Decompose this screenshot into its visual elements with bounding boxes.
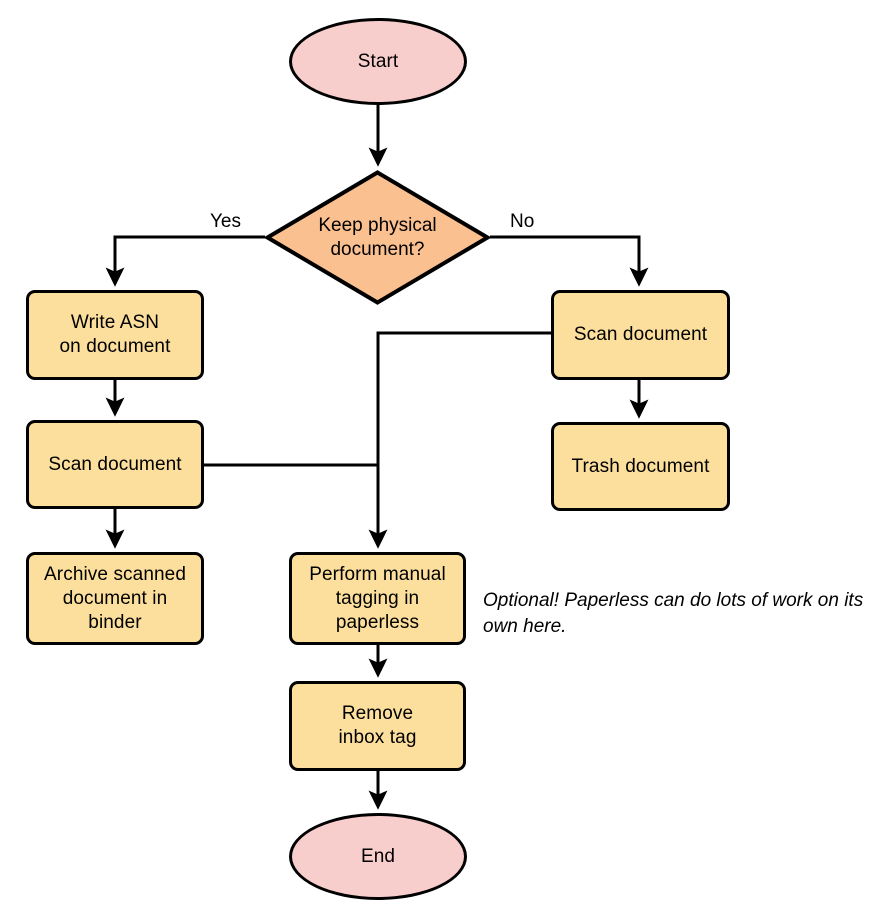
node-trash-document-label: Trash document [571, 455, 710, 477]
edge-label-no: No [510, 211, 535, 232]
node-manual-tagging-label: Perform manual tagging in paperless [309, 563, 446, 633]
node-remove-inbox-tag-label: Remove inbox tag [338, 703, 417, 748]
node-write-asn-on-document[interactable]: Write ASN on document [26, 290, 204, 380]
node-remove-inbox-tag[interactable]: Remove inbox tag [289, 681, 466, 771]
node-decision-label: Keep physical document? [318, 214, 437, 260]
diamond-shape [265, 170, 490, 305]
node-scan-document-left[interactable]: Scan document [26, 420, 204, 509]
node-start-label: Start [357, 50, 399, 72]
edge-decision-no-to-scan-right [490, 235, 649, 287]
node-perform-manual-tagging[interactable]: Perform manual tagging in paperless [289, 552, 466, 645]
node-end[interactable]: End [289, 813, 467, 900]
node-end-label: End [360, 845, 396, 867]
annotation-optional-note: Optional! Paperless can do lots of work … [483, 590, 864, 637]
node-scan-document-right[interactable]: Scan document [551, 290, 730, 380]
edge-label-yes: Yes [210, 211, 241, 232]
node-scan-document-right-label: Scan document [573, 324, 708, 345]
node-start[interactable]: Start [289, 18, 467, 105]
node-keep-physical-document-decision[interactable]: Keep physical document? [265, 170, 490, 305]
node-trash-document[interactable]: Trash document [551, 422, 730, 511]
node-archive-label: Archive scanned document in binder [44, 563, 186, 633]
edge-scan-right-to-manual-tagging [368, 331, 551, 549]
node-archive-scanned-document[interactable]: Archive scanned document in binder [26, 552, 204, 645]
node-scan-document-left-label: Scan document [48, 453, 182, 475]
node-write-asn-label: Write ASN on document [59, 312, 171, 357]
edge-decision-yes-to-write-asn [105, 235, 265, 287]
